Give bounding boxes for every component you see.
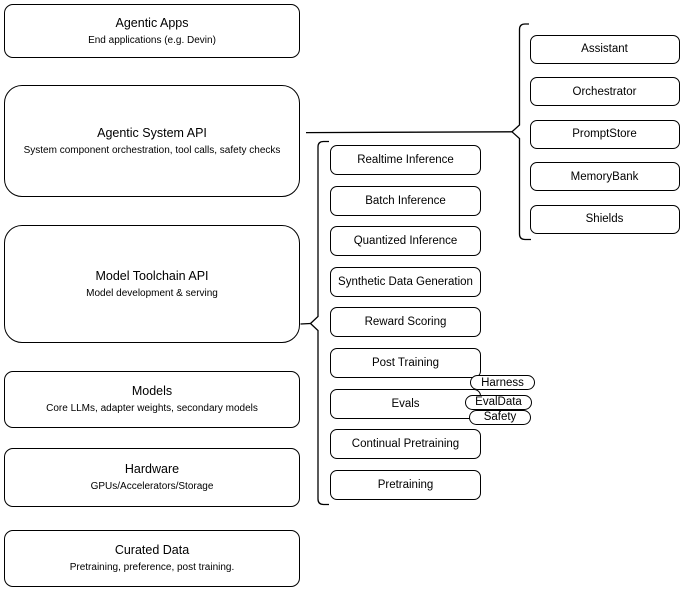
node-subtitle: Core LLMs, adapter weights, secondary mo… — [46, 403, 258, 414]
node-subtitle: GPUs/Accelerators/Storage — [90, 481, 214, 492]
tag-evaldata: EvalData — [465, 394, 532, 410]
tag-safety: Safety — [469, 409, 531, 425]
node-title: Models — [131, 384, 173, 398]
node-batch-inference: Batch Inference — [330, 185, 481, 216]
system-components-column: Assistant Orchestrator PromptStore Memor… — [529, 34, 680, 234]
node-subtitle: System component orchestration, tool cal… — [23, 144, 281, 156]
tag-harness: Harness — [470, 375, 535, 390]
node-agentic-system-api: Agentic System API System component orch… — [4, 85, 300, 197]
node-hardware: Hardware GPUs/Accelerators/Storage — [4, 448, 300, 507]
toolchain-bracket — [309, 140, 329, 506]
node-title: Curated Data — [114, 543, 190, 557]
toolchain-column: Realtime Inference Batch Inference Quant… — [330, 145, 481, 500]
node-model-toolchain-api: Model Toolchain API Model development & … — [4, 225, 300, 343]
node-title: Hardware — [124, 462, 180, 476]
system-components-bracket — [511, 23, 531, 241]
node-models: Models Core LLMs, adapter weights, secon… — [4, 371, 300, 428]
node-orchestrator: Orchestrator — [529, 77, 680, 106]
node-assistant: Assistant — [529, 34, 680, 64]
node-continual-pretraining: Continual Pretraining — [330, 429, 481, 460]
node-promptstore: PromptStore — [529, 119, 680, 149]
node-title: Model Toolchain API — [95, 268, 209, 283]
system-api-connector-line — [305, 131, 513, 134]
node-subtitle: Model development & serving — [86, 287, 218, 299]
node-evals: Evals — [330, 388, 481, 419]
node-quantized-inference: Quantized Inference — [330, 226, 481, 257]
node-shields: Shields — [529, 204, 680, 234]
node-subtitle: Pretraining, preference, post training. — [69, 562, 235, 573]
node-title: Agentic System API — [97, 125, 207, 140]
node-realtime-inference: Realtime Inference — [330, 145, 481, 175]
node-reward-scoring: Reward Scoring — [330, 307, 481, 338]
node-pretraining: Pretraining — [330, 469, 481, 500]
node-agentic-apps: Agentic Apps End applications (e.g. Devi… — [4, 4, 300, 58]
node-post-training: Post Training — [330, 347, 481, 378]
node-memorybank: MemoryBank — [529, 162, 680, 191]
node-synthetic-data-generation: Synthetic Data Generation — [330, 266, 481, 297]
node-title: Agentic Apps — [115, 15, 189, 30]
toolchain-connector-line — [300, 322, 311, 325]
node-subtitle: End applications (e.g. Devin) — [88, 34, 216, 46]
node-curated-data: Curated Data Pretraining, preference, po… — [4, 530, 300, 587]
